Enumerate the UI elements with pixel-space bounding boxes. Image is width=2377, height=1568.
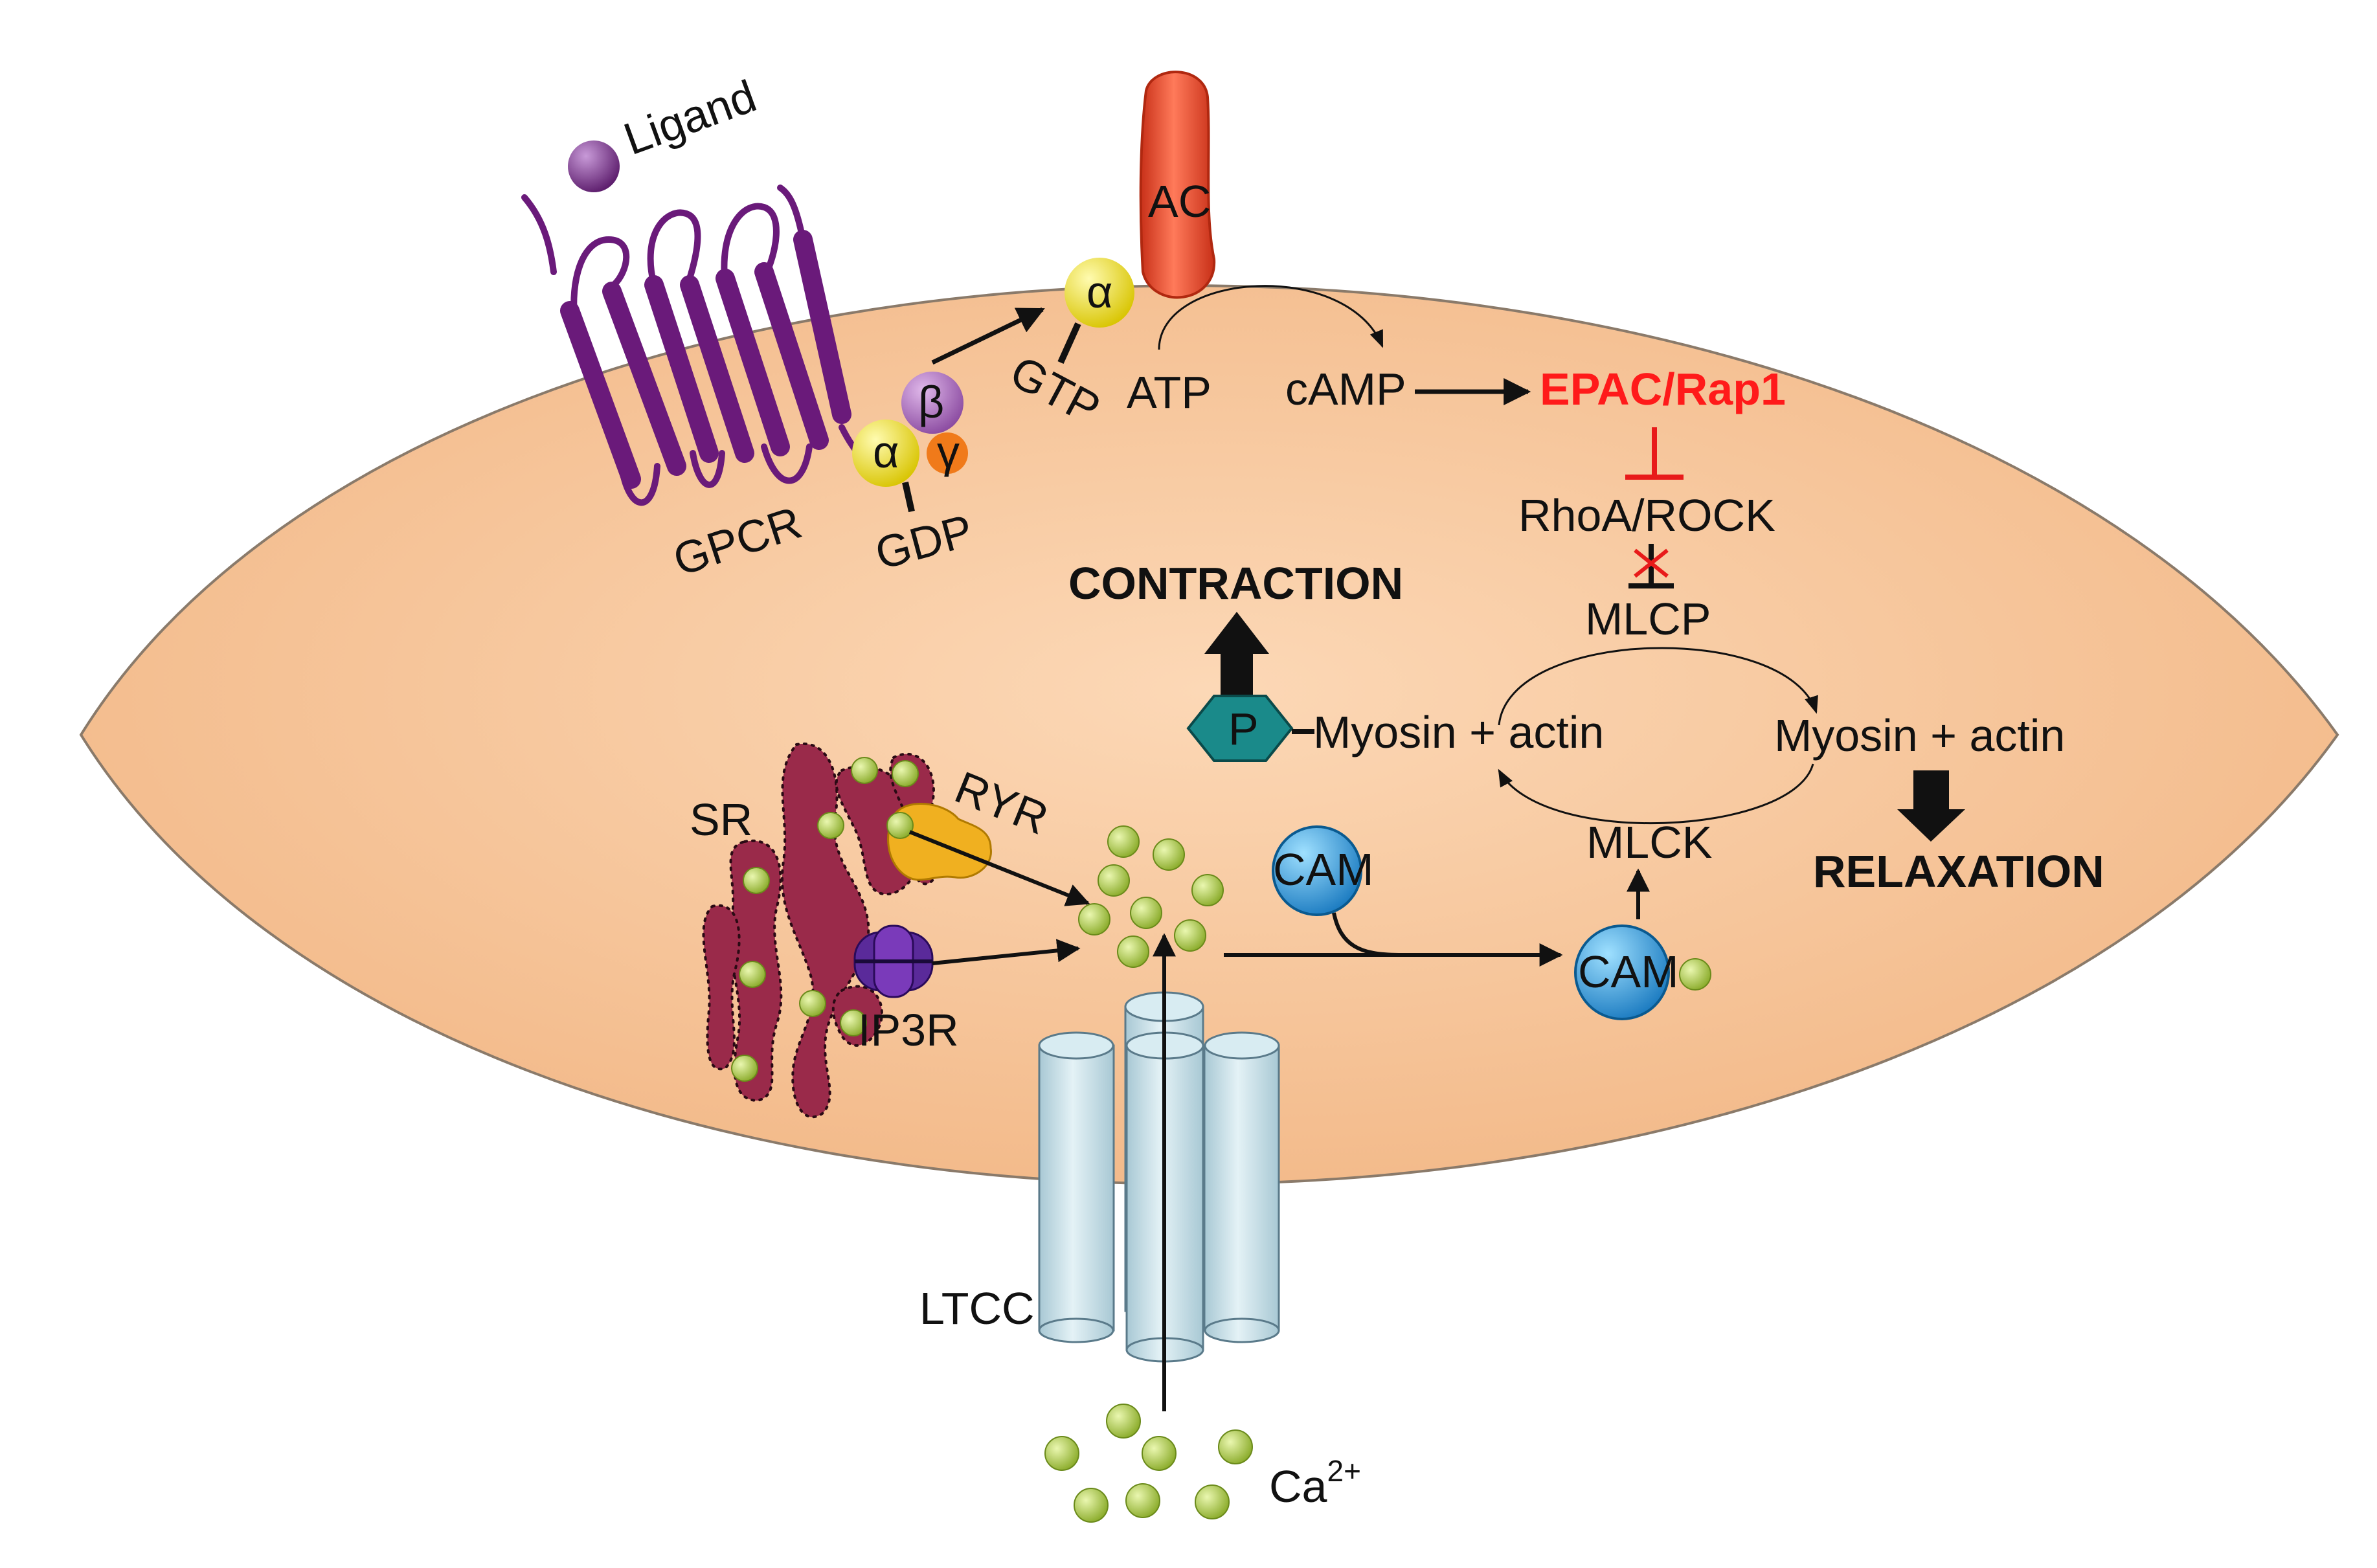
rock-inhibition-bar	[1628, 544, 1674, 588]
calcium-label: Ca2+	[1269, 1454, 1361, 1512]
alpha-label-gdp: α	[873, 427, 899, 477]
free-calmodulin	[1272, 825, 1362, 916]
relaxation-label: RELAXATION	[1813, 846, 2104, 897]
activation-arrow	[931, 307, 1045, 365]
cycle-top-arrow	[1498, 647, 1818, 726]
ip3r-release-arrow	[932, 939, 1081, 965]
sr-calcium-stores	[731, 757, 919, 1082]
cytosolic-calcium-pool	[1078, 825, 1224, 968]
g-alpha-subunit-gtp	[1065, 258, 1134, 328]
alpha-label-gtp: α	[1087, 267, 1112, 317]
gamma-label: γ	[937, 427, 960, 477]
phosphate-label: P	[1228, 704, 1259, 754]
g-gamma-subunit	[927, 432, 968, 474]
mlck-label: MLCK	[1586, 817, 1712, 868]
cam-bound-label: CAM	[1578, 946, 1679, 997]
myosin-actin-phosphorylated-label: Myosin + actin	[1313, 707, 1604, 757]
mlcp-label: MLCP	[1585, 594, 1711, 644]
atp-label: ATP	[1127, 367, 1211, 418]
atp-to-camp-arrow	[1158, 285, 1384, 350]
relaxation-arrow	[1897, 770, 1965, 842]
ltcc-label: LTCC	[919, 1283, 1035, 1334]
ligand-label: Ligand	[617, 71, 762, 164]
g-beta-subunit	[901, 372, 963, 434]
g-alpha-subunit-gdp	[852, 420, 919, 487]
adenylyl-cyclase	[1139, 71, 1216, 299]
contraction-label: CONTRACTION	[1068, 558, 1403, 609]
ac-label: AC	[1148, 176, 1211, 227]
epac-rap1-label: EPAC/Rap1	[1540, 364, 1786, 414]
calcium-symbol: Ca	[1269, 1461, 1327, 1512]
phosphate-group	[1186, 695, 1294, 762]
cam-free-label: CAM	[1273, 844, 1374, 895]
beta-label: β	[918, 377, 944, 427]
camp-label: cAMP	[1285, 364, 1406, 414]
ip3r-label: IP3R	[858, 1005, 959, 1055]
calcium-charge: 2+	[1327, 1454, 1360, 1488]
sr-label: SR	[690, 794, 752, 845]
myosin-actin-dephosphorylated-label: Myosin + actin	[1774, 710, 2065, 761]
l-type-calcium-channel	[1038, 991, 1280, 1363]
ligand-molecule	[568, 140, 620, 192]
cycle-bottom-arrow	[1498, 763, 1814, 825]
bound-calcium-ion	[1679, 958, 1711, 991]
ip3-receptor	[853, 924, 934, 998]
contraction-arrow	[1204, 612, 1269, 702]
gpcr-receptor	[521, 185, 884, 506]
ryr-release-arrow	[908, 830, 1090, 906]
epac-inhibition-bar	[1625, 427, 1684, 480]
extracellular-calcium	[1044, 1404, 1253, 1523]
g-protein-trimer	[852, 372, 968, 513]
rhoa-rock-label: RhoA/ROCK	[1518, 490, 1775, 541]
calcium-bound-calmodulin	[1574, 924, 1670, 1020]
